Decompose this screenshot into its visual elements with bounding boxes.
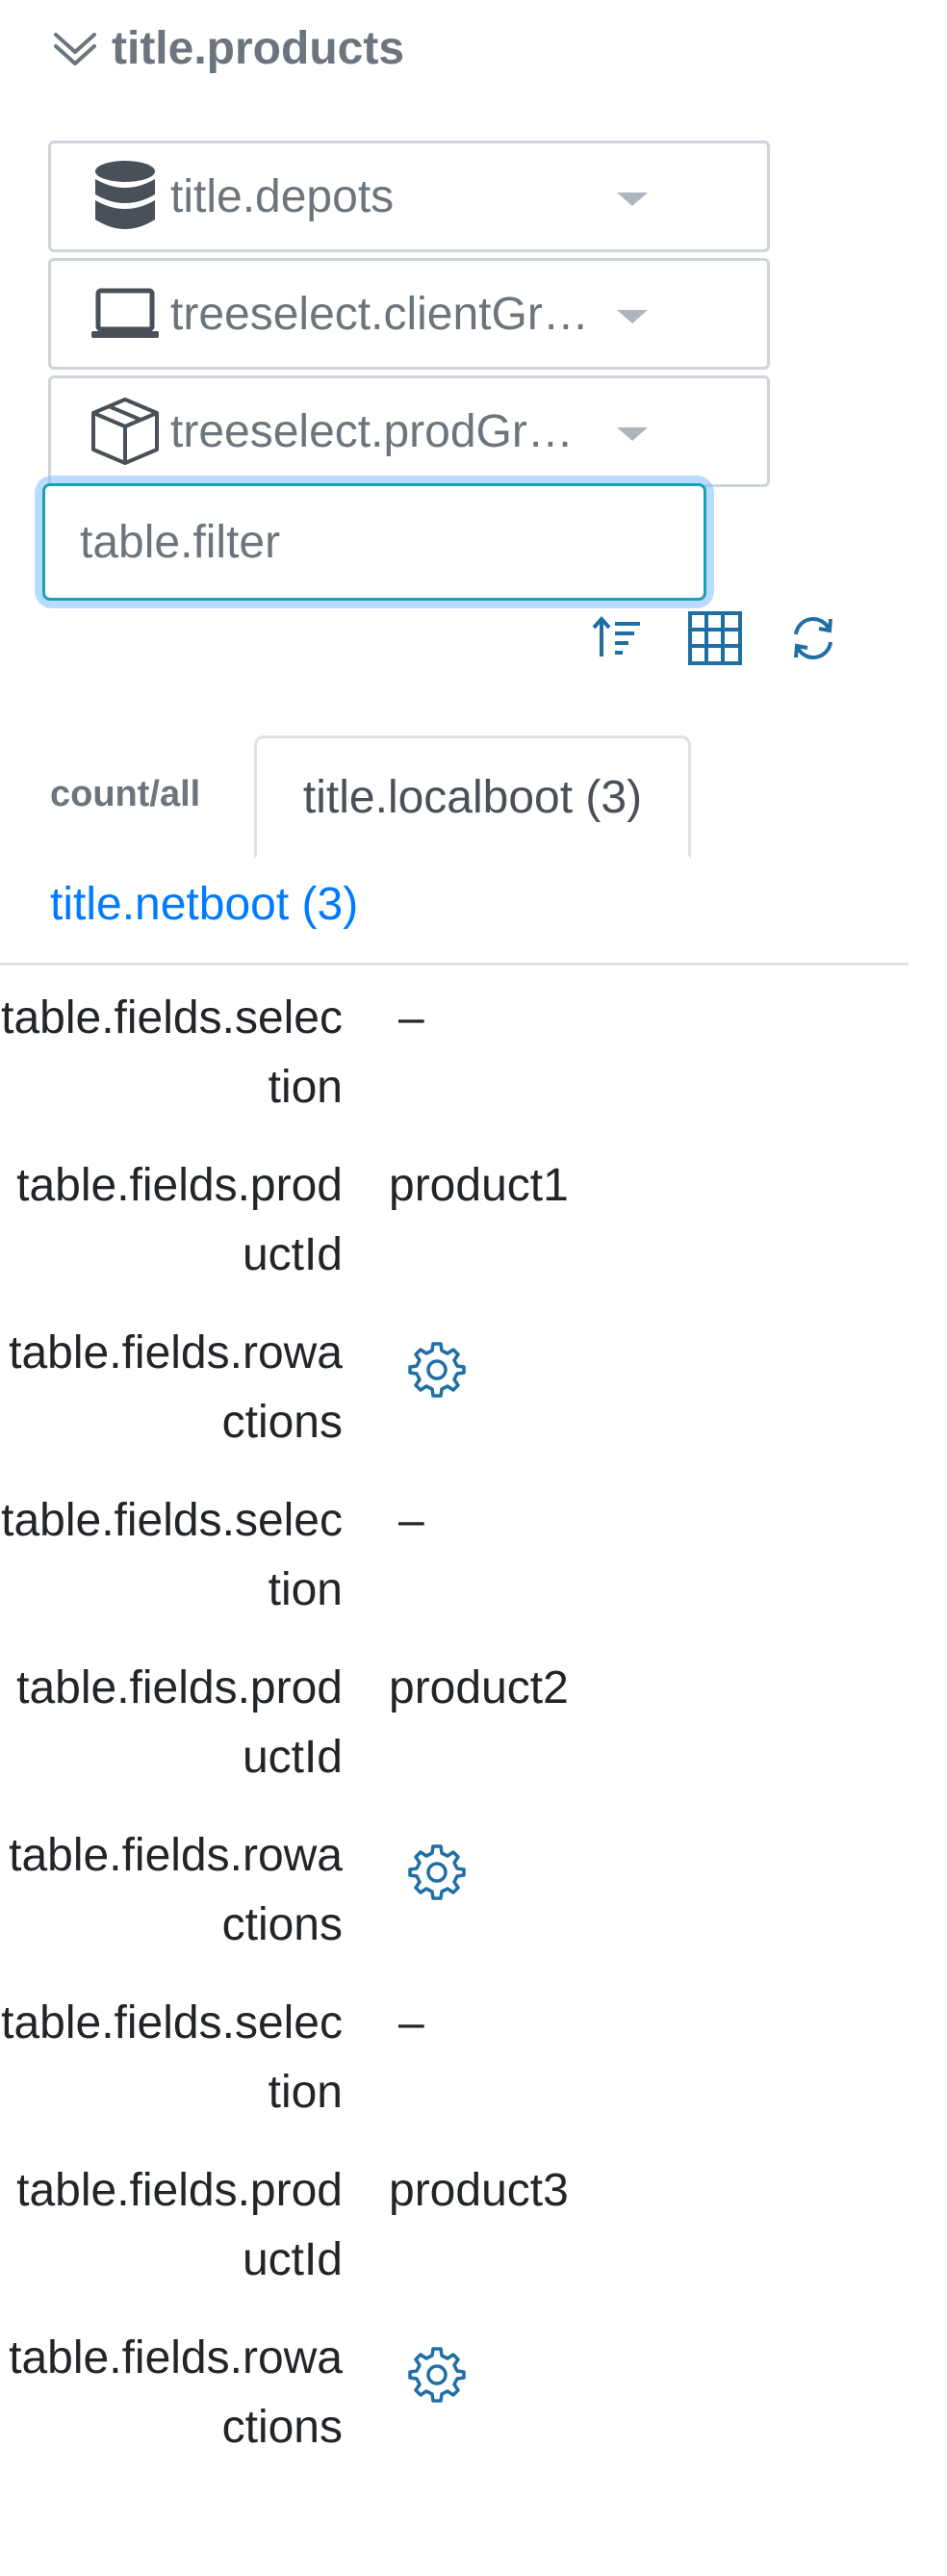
- depots-select[interactable]: title.depots: [48, 141, 770, 252]
- tab-localboot[interactable]: title.localboot (3): [254, 735, 691, 859]
- box-icon: [82, 375, 168, 487]
- productid-field-label: table.fields.productId: [16, 1662, 343, 1783]
- table-row-selection: table.fields.selection –: [0, 1971, 909, 2139]
- chevron-double-down-icon[interactable]: [50, 23, 100, 73]
- productid-cell: product2: [389, 1662, 569, 1713]
- table-row-rowactions: table.fields.rowactions: [0, 1804, 909, 1971]
- tab-netboot[interactable]: title.netboot (3): [50, 879, 359, 930]
- selection-cell[interactable]: –: [398, 1997, 424, 2048]
- tabs-divider: [0, 963, 909, 966]
- table-row-productid: table.fields.productId product3: [0, 2139, 909, 2306]
- selection-field-label: table.fields.selection: [1, 1997, 343, 2118]
- gear-icon[interactable]: [408, 1340, 466, 1398]
- caret-down-icon: [617, 310, 648, 323]
- gear-icon[interactable]: [408, 2345, 466, 2403]
- products-table: table.fields.selection – table.fields.pr…: [0, 966, 909, 2474]
- table-filter-input[interactable]: [42, 483, 706, 601]
- table-row-rowactions: table.fields.rowactions: [0, 1301, 909, 1469]
- client-groups-select[interactable]: treeselect.clientGr…: [48, 258, 770, 370]
- rowactions-field-label: table.fields.rowactions: [9, 2332, 343, 2453]
- selection-field-label: table.fields.selection: [1, 1495, 343, 1615]
- product-groups-select-label: treeselect.prodGro…: [170, 405, 594, 457]
- selection-cell[interactable]: –: [398, 1495, 424, 1546]
- productid-field-label: table.fields.productId: [16, 2165, 343, 2285]
- sort-icon[interactable]: [587, 608, 647, 668]
- table-row-rowactions: table.fields.rowactions: [0, 2306, 909, 2474]
- table-toolbar: [587, 608, 843, 668]
- selection-field-label: table.fields.selection: [1, 992, 343, 1113]
- table-row-selection: table.fields.selection –: [0, 1469, 909, 1636]
- database-icon: [82, 141, 168, 252]
- gear-icon[interactable]: [408, 1842, 466, 1900]
- laptop-icon: [82, 258, 168, 370]
- productid-cell: product1: [389, 1160, 569, 1211]
- rowactions-field-label: table.fields.rowactions: [9, 1830, 343, 1950]
- table-row-productid: table.fields.productId product1: [0, 1134, 909, 1301]
- productid-field-label: table.fields.productId: [16, 1160, 343, 1280]
- tabs: count/all title.localboot (3): [0, 735, 909, 859]
- grid-icon[interactable]: [685, 608, 745, 668]
- product-groups-select[interactable]: treeselect.prodGro…: [48, 375, 770, 487]
- page-title: title.products: [112, 22, 405, 74]
- table-row-selection: table.fields.selection –: [0, 966, 909, 1134]
- count-label: count/all: [50, 774, 201, 814]
- filter-wrapper: [42, 483, 706, 601]
- products-header[interactable]: title.products: [50, 19, 404, 77]
- table-row-productid: table.fields.productId product2: [0, 1636, 909, 1804]
- productid-cell: product3: [389, 2165, 569, 2216]
- depots-select-label: title.depots: [170, 170, 395, 222]
- rowactions-field-label: table.fields.rowactions: [9, 1327, 343, 1448]
- client-groups-select-label: treeselect.clientGr…: [170, 288, 589, 340]
- selection-cell[interactable]: –: [398, 992, 424, 1043]
- caret-down-icon: [617, 193, 648, 206]
- caret-down-icon: [617, 427, 648, 441]
- refresh-icon[interactable]: [783, 608, 843, 668]
